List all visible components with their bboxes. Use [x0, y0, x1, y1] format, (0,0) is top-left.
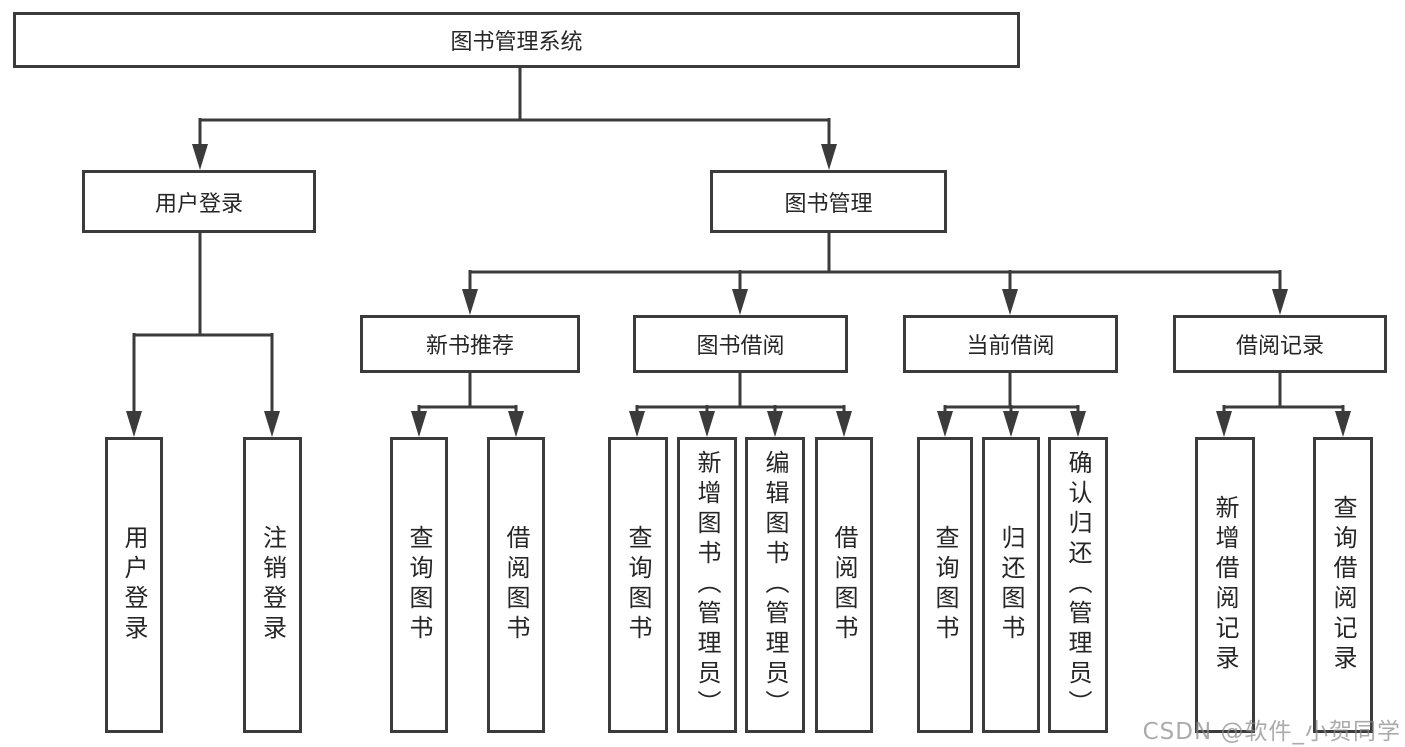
node-current-borrow: 当前借阅 [903, 315, 1118, 373]
node-current-borrow-label: 当前借阅 [966, 334, 1055, 359]
leaf-borrow-book-label: 借阅图书 [830, 525, 858, 645]
node-library-system-label: 图书管理系统 [450, 30, 583, 55]
node-book-management: 图书管理 [710, 170, 947, 233]
leaf-confirm-return-admin-label: 确认归还（管理员） [1064, 450, 1092, 720]
node-library-system: 图书管理系统 [13, 12, 1020, 68]
leaf-query-book-borrow: 查询图书 [608, 437, 668, 733]
leaf-query-book-recommend: 查询图书 [390, 437, 448, 733]
node-borrow-record: 借阅记录 [1173, 315, 1387, 373]
leaf-query-book-current: 查询图书 [917, 437, 973, 733]
node-new-book-recommend-label: 新书推荐 [425, 334, 514, 359]
leaf-query-book-current-label: 查询图书 [931, 525, 959, 645]
node-user-login: 用户登录 [82, 170, 316, 233]
arrowhead-icons [126, 144, 1351, 437]
leaf-add-borrow-record: 新增借阅记录 [1195, 437, 1255, 733]
leaf-add-borrow-record-label: 新增借阅记录 [1211, 495, 1239, 675]
leaf-borrow-book-recommend: 借阅图书 [487, 437, 545, 733]
leaf-user-login: 用户登录 [105, 437, 163, 733]
leaf-edit-book-admin-label: 编辑图书（管理员） [761, 450, 789, 720]
leaf-query-book-recommend-label: 查询图书 [405, 525, 433, 645]
node-book-borrow: 图书借阅 [633, 315, 848, 373]
node-book-borrow-label: 图书借阅 [696, 334, 785, 359]
csdn-watermark: CSDN @软件_小贺同学 [1142, 719, 1401, 745]
leaf-borrow-book: 借阅图书 [815, 437, 873, 733]
leaf-query-borrow-record: 查询借阅记录 [1313, 437, 1373, 733]
leaf-user-login-label: 用户登录 [120, 525, 148, 645]
leaf-add-book-admin: 新增图书（管理员） [677, 437, 737, 733]
node-borrow-record-label: 借阅记录 [1235, 334, 1324, 359]
leaf-edit-book-admin: 编辑图书（管理员） [745, 437, 805, 733]
leaf-query-borrow-record-label: 查询借阅记录 [1329, 495, 1357, 675]
node-book-management-label: 图书管理 [784, 191, 873, 217]
leaf-return-book-label: 归还图书 [997, 525, 1025, 645]
leaf-borrow-book-recommend-label: 借阅图书 [502, 525, 530, 645]
leaf-query-book-borrow-label: 查询图书 [624, 525, 652, 645]
leaf-confirm-return-admin: 确认归还（管理员） [1048, 437, 1108, 733]
node-new-book-recommend: 新书推荐 [360, 315, 580, 373]
leaf-logout-label: 注销登录 [258, 525, 287, 645]
leaf-return-book: 归还图书 [982, 437, 1040, 733]
leaf-add-book-admin-label: 新增图书（管理员） [693, 450, 721, 720]
node-user-login-label: 用户登录 [154, 191, 243, 217]
leaf-logout: 注销登录 [243, 437, 302, 733]
